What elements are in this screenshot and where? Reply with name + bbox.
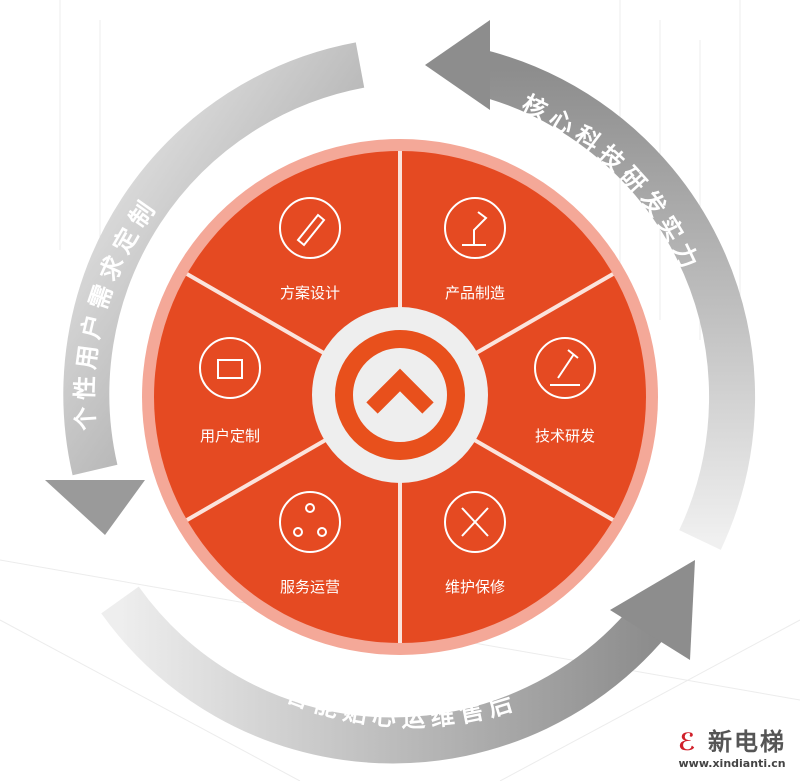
watermark-url: www.xindianti.cn bbox=[678, 757, 786, 770]
arc-bottom bbox=[101, 560, 695, 764]
arrowhead-icon bbox=[45, 480, 145, 535]
hand-heart-icon bbox=[199, 337, 261, 399]
pencil-ruler-icon bbox=[279, 197, 341, 259]
watermark: ℰ 新电梯 www.xindianti.cn bbox=[678, 722, 786, 770]
logo-icon: ℰ bbox=[678, 728, 698, 756]
watermark-name: 新电梯 bbox=[708, 728, 786, 756]
sector-label: 方案设计 bbox=[279, 284, 340, 302]
sector-label: 技术研发 bbox=[534, 427, 595, 445]
sector-label: 维护保修 bbox=[444, 578, 505, 596]
sector-label: 产品制造 bbox=[444, 284, 505, 302]
arrowhead-icon bbox=[425, 20, 490, 110]
microscope-icon bbox=[534, 337, 596, 399]
sector-label: 用户定制 bbox=[199, 427, 260, 445]
wrench-screwdriver-icon bbox=[444, 491, 506, 553]
sector-label: 服务运营 bbox=[279, 578, 340, 596]
cycle-nodes-icon bbox=[279, 491, 341, 553]
chevron-up-logo-icon bbox=[366, 368, 434, 414]
arrowhead-icon bbox=[610, 560, 695, 660]
arc-right bbox=[425, 20, 756, 550]
center-ring bbox=[335, 330, 465, 460]
robot-arm-icon bbox=[444, 197, 506, 259]
arc-left bbox=[45, 42, 365, 535]
